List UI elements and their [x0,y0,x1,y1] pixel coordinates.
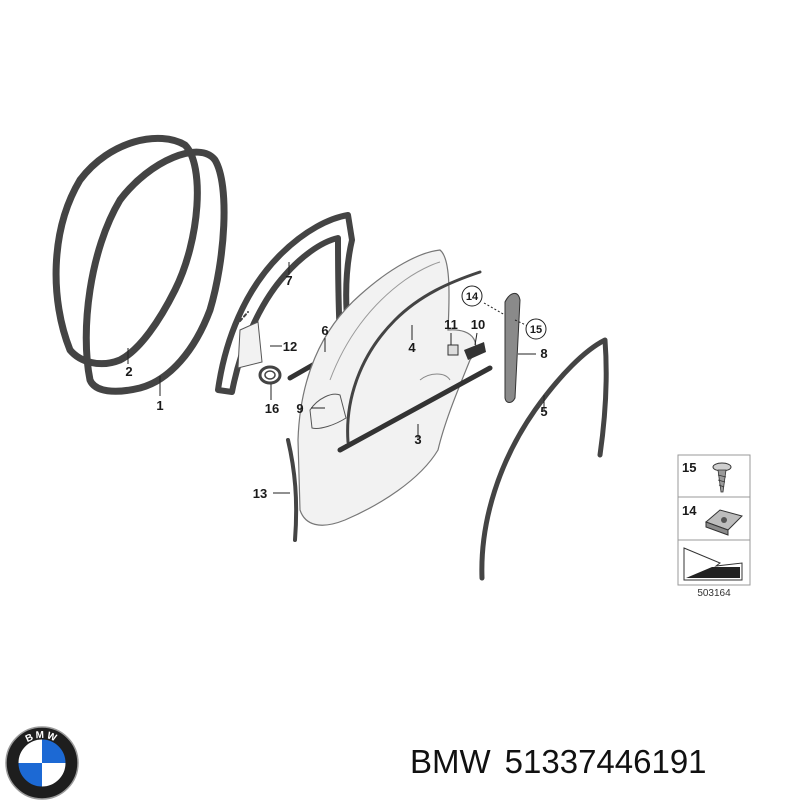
part-number: 51337446191 [504,743,707,780]
diagram-number: 503164 [697,588,731,599]
callout-16: 16 [265,401,279,416]
callout-5: 5 [540,404,547,419]
circled-callout-14-ring [461,285,483,307]
callout-9: 9 [296,401,303,416]
callout-3: 3 [414,432,421,447]
clip-10 [464,342,486,360]
door-seal-outer [82,148,228,395]
callout-1: 1 [156,398,163,413]
grommet-ring [258,365,282,385]
clip-11 [447,344,459,356]
fastener-legend: 15 14 [677,454,751,586]
svg-text:BMW: BMW [24,730,60,745]
callout-11: 11 [444,317,458,332]
logo-text: BMW [24,730,58,745]
callout-7: 7 [285,273,292,288]
callout-2: 2 [125,364,132,379]
callout-10: 10 [471,317,485,332]
legend-label-14: 14 [682,503,697,518]
pillar-trim [504,293,521,403]
trim-piece-12 [237,321,263,369]
callout-8: 8 [540,346,547,361]
leader-lines [127,262,545,494]
screw-icon [712,462,732,493]
circled-callout-15: 15 [530,324,542,336]
door-panel [297,249,477,526]
diagram-arrow-icon [683,547,743,581]
bmw-logo: BMW [5,726,79,800]
circled-callout-14: 14 [466,291,479,303]
door-lower-trim [337,365,493,453]
legend-label-15: 15 [682,460,696,475]
callout-13: 13 [253,486,267,501]
brand-name: BMW [410,743,491,780]
mirror-sail [309,393,347,429]
lower-door-seal [286,438,299,542]
callout-12: 12 [283,339,297,354]
circled-callout-15-ring [525,318,547,340]
caption: BMW 51337446191 [410,740,790,784]
callout-6: 6 [321,323,328,338]
window-channel-seal [346,270,482,444]
callout-4: 4 [408,340,416,355]
rear-door-seal [479,337,609,581]
clip-nut-icon [705,509,743,536]
door-seal-inner [52,135,201,368]
